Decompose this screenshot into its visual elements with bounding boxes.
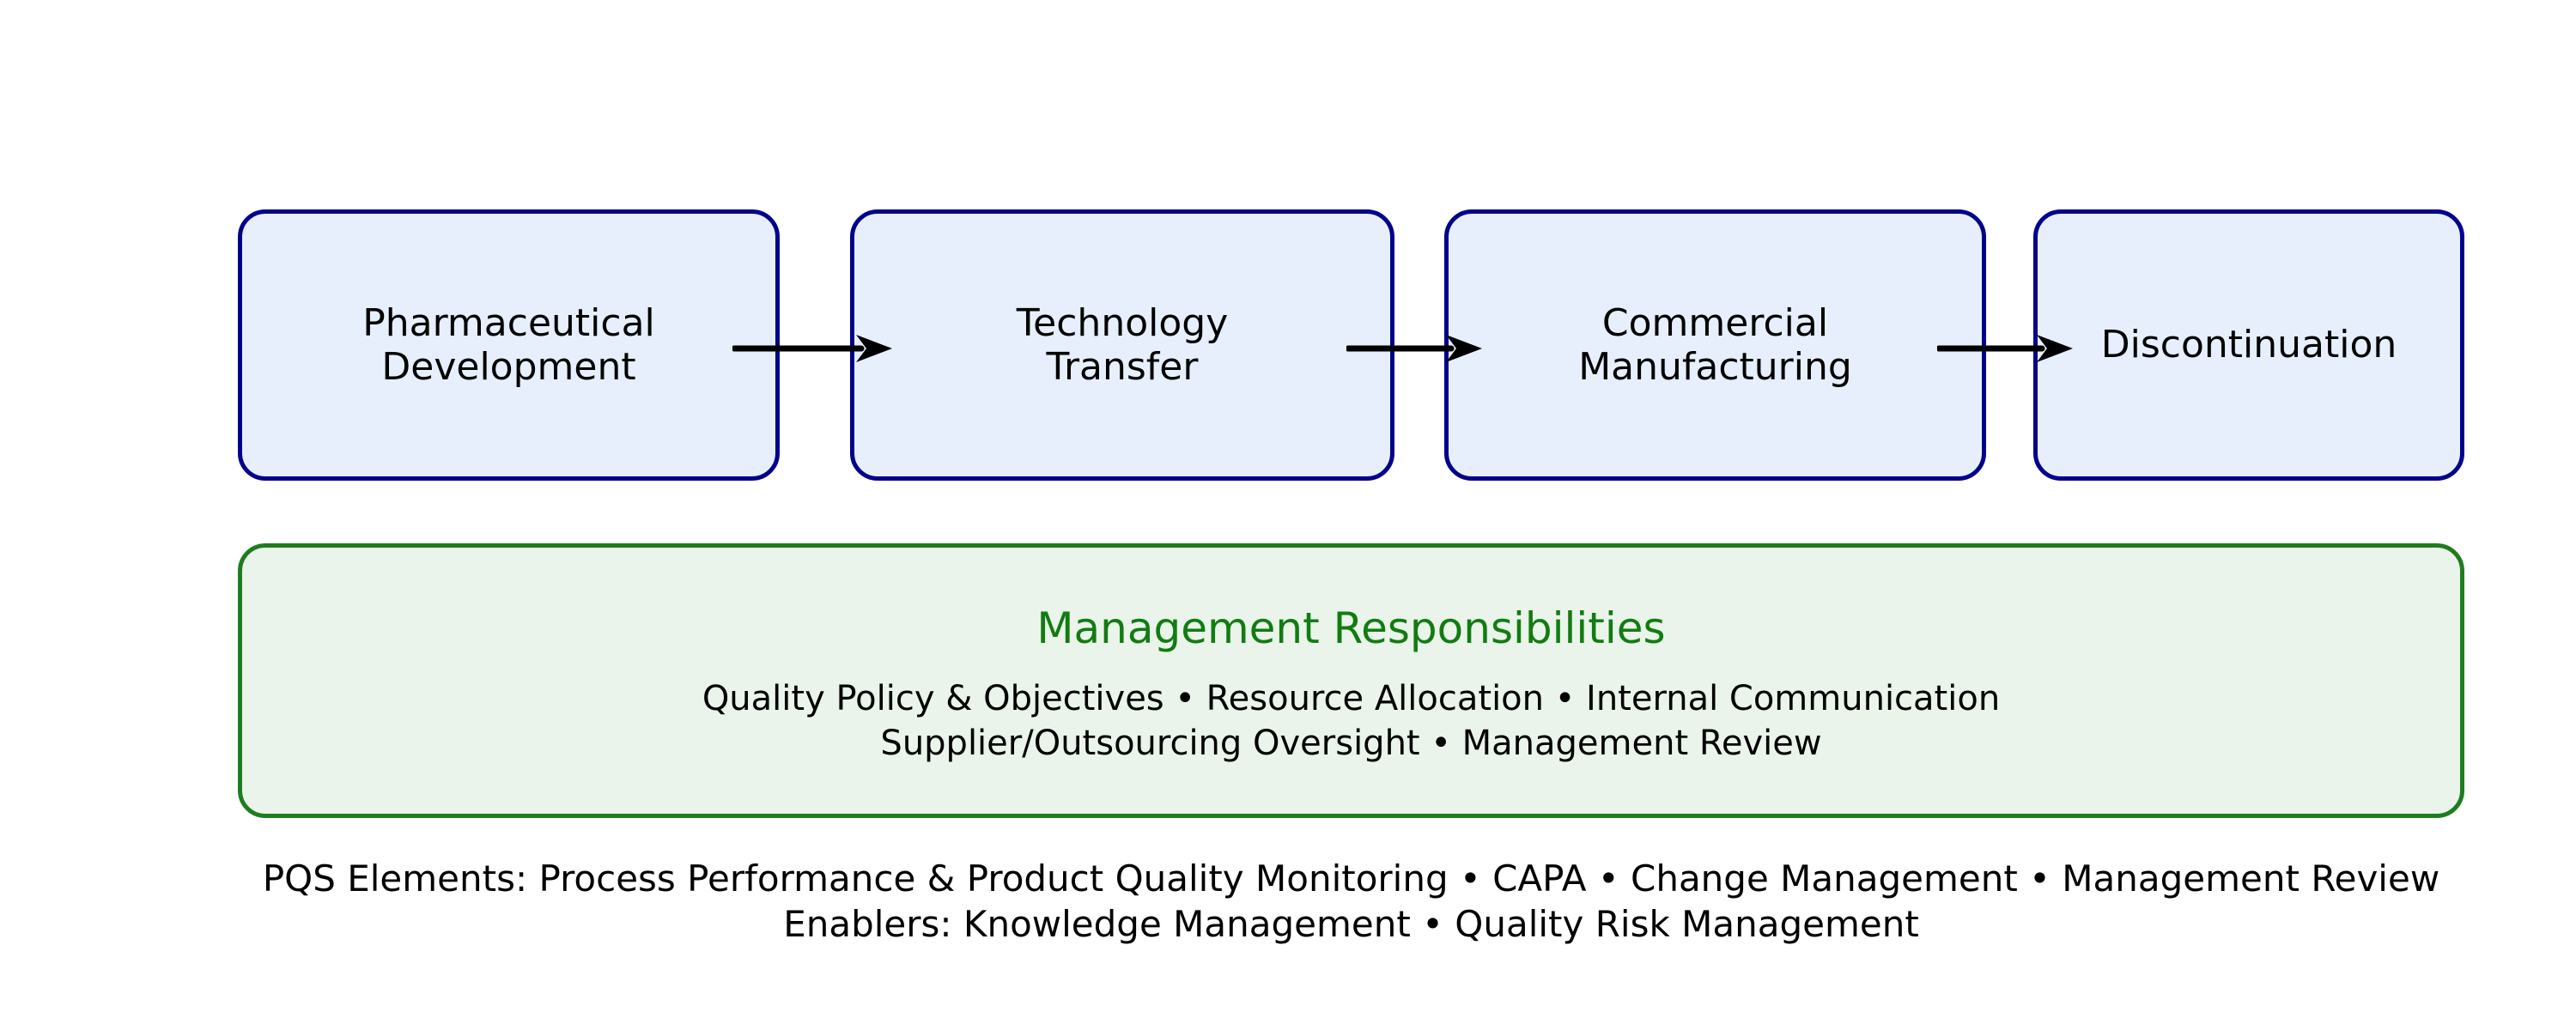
stage-box-pharmaceutical-development: Pharmaceutical Development xyxy=(238,209,780,481)
management-responsibilities-box: Management Responsibilities Quality Poli… xyxy=(238,543,2464,818)
flow-arrow-icon-3 xyxy=(1937,335,2073,362)
pqs-elements-line: PQS Elements: Process Performance & Prod… xyxy=(262,857,2440,900)
stage-box-commercial-manufacturing: Commercial Manufacturing xyxy=(1444,209,1986,481)
stage-box-technology-transfer: Technology Transfer xyxy=(850,209,1394,481)
management-body-line-1: Quality Policy & Objectives • Resource A… xyxy=(702,678,2001,718)
stage-label-technology-transfer: Technology Transfer xyxy=(1016,300,1229,389)
flow-arrow-icon-1 xyxy=(732,335,892,362)
management-body-line-2: Supplier/Outsourcing Oversight • Managem… xyxy=(880,723,1822,763)
stage-box-discontinuation: Discontinuation xyxy=(2033,209,2464,481)
enablers-line: Enablers: Knowledge Management • Quality… xyxy=(783,902,1919,945)
pqs-footer-caption: PQS Elements: Process Performance & Prod… xyxy=(238,857,2464,948)
flow-arrow-icon-2 xyxy=(1346,335,1482,362)
stage-label-discontinuation: Discontinuation xyxy=(2100,323,2397,367)
management-responsibilities-body: Quality Policy & Objectives • Resource A… xyxy=(242,676,2460,766)
management-responsibilities-title: Management Responsibilities xyxy=(1036,603,1666,653)
stage-label-pharmaceutical-development: Pharmaceutical Development xyxy=(362,300,655,389)
stage-label-commercial-manufacturing: Commercial Manufacturing xyxy=(1578,300,1852,389)
